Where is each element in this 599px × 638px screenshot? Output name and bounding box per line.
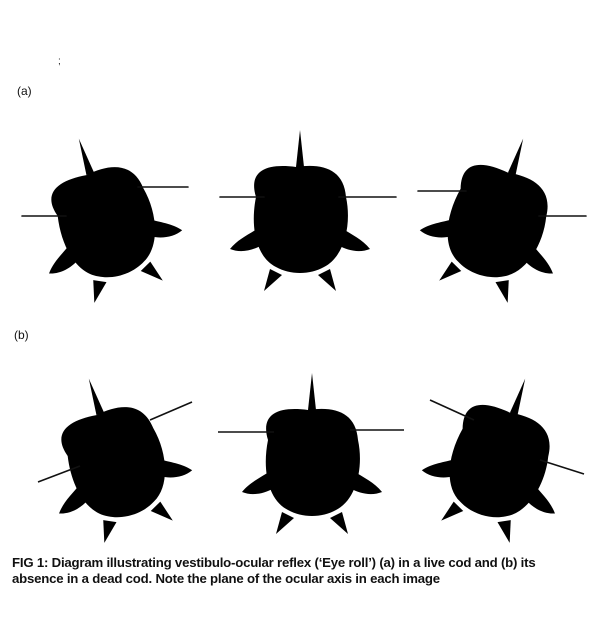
- cod-a-right: [406, 117, 590, 317]
- cod-a-center: [230, 130, 370, 295]
- ocular-axis-b-left-2: [150, 402, 192, 420]
- ocular-axis-b-right-1: [430, 400, 474, 420]
- cod-b-left: [22, 357, 206, 557]
- cod-b-right: [408, 357, 592, 557]
- cod-a-left: [12, 117, 196, 317]
- ocular-axis-b-right-2: [540, 460, 584, 474]
- figure-caption: FIG 1: Diagram illustrating vestibulo-oc…: [12, 555, 587, 587]
- cod-b-center: [242, 373, 382, 538]
